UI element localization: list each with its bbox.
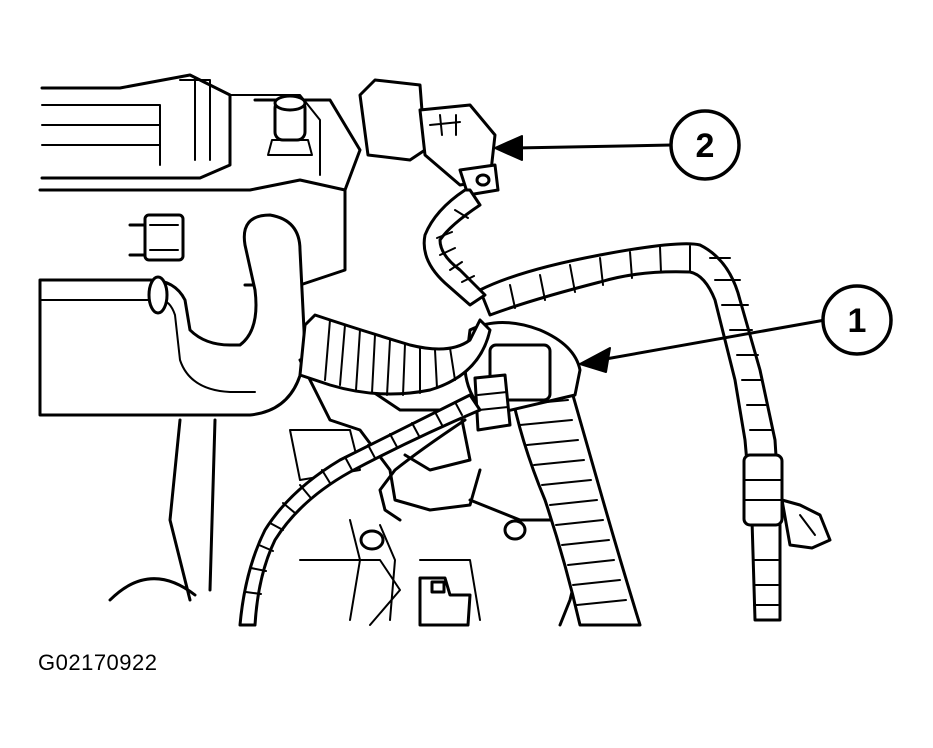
corrugated-conduit-left bbox=[298, 313, 492, 396]
arrow-2 bbox=[494, 135, 674, 161]
bolt-top bbox=[267, 94, 313, 156]
bottom-bracket bbox=[418, 576, 472, 627]
thin-wires bbox=[238, 393, 482, 627]
callout-1-label: 1 bbox=[848, 302, 867, 340]
bolt-lower bbox=[359, 519, 527, 551]
main-harness bbox=[508, 383, 642, 627]
callout-2-label: 2 bbox=[696, 127, 715, 165]
arrow-1 bbox=[579, 318, 827, 373]
connector-1 bbox=[463, 321, 582, 432]
callout-2: 2 bbox=[669, 109, 741, 181]
lower-frame bbox=[108, 358, 582, 627]
figure-code: G02170922 bbox=[38, 650, 158, 675]
connector-2-wire bbox=[422, 188, 487, 307]
connector-2 bbox=[358, 78, 500, 197]
callout-1: 1 bbox=[821, 284, 893, 356]
bolt-left bbox=[128, 213, 185, 262]
corrugated-conduit-upper bbox=[478, 242, 784, 622]
conduit-clip bbox=[780, 498, 832, 550]
engine-block bbox=[38, 73, 362, 287]
